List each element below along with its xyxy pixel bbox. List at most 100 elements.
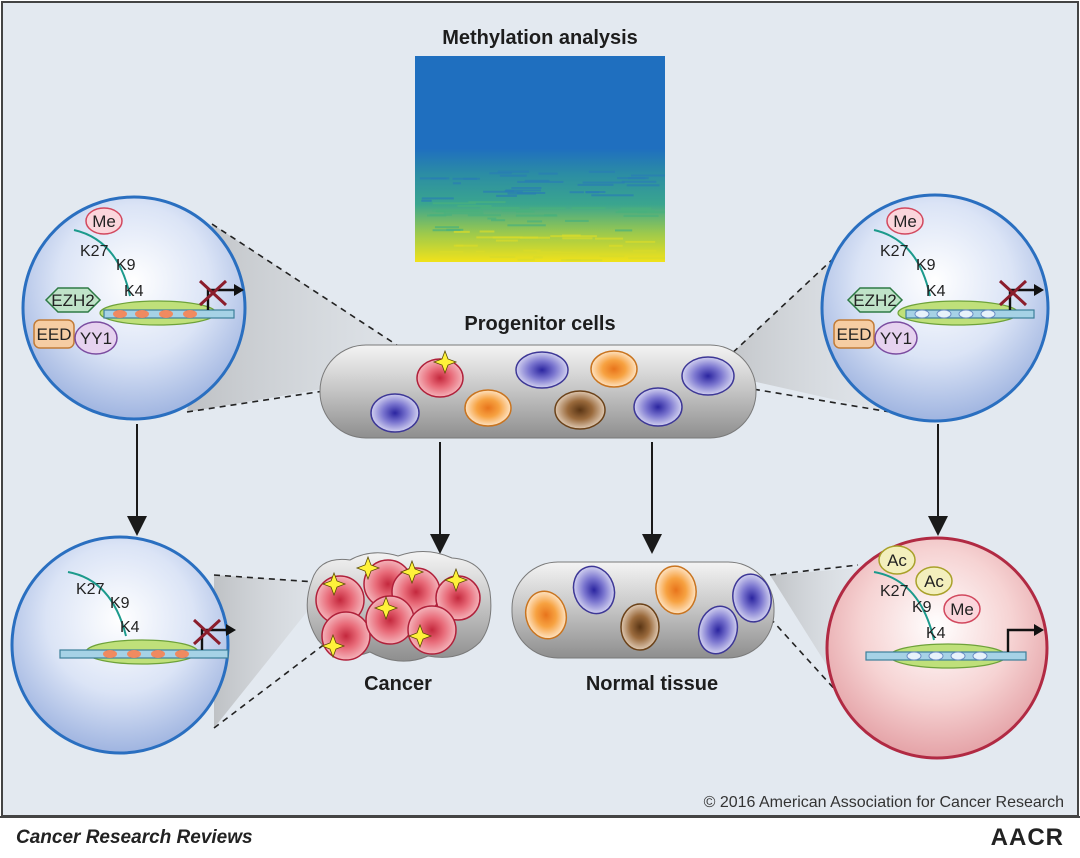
heatmap-stripe [585, 191, 606, 193]
heatmap-stripe [631, 174, 665, 177]
heatmap-stripe [625, 240, 656, 243]
nucleus-top-left: Me K27 K9 K4 EZH2 EED YY1 [21, 195, 247, 421]
heatmap-stripe [519, 236, 550, 239]
sparkle-icon [320, 633, 346, 659]
heatmap-stripe [588, 170, 615, 173]
svg-text:K4: K4 [926, 625, 946, 642]
heatmap-stripe [439, 251, 464, 253]
heatmap-stripe [515, 214, 558, 217]
copyright-notice: © 2016 American Association for Cancer R… [704, 794, 1064, 811]
heatmap-stripe [536, 251, 562, 254]
sparkle-icon [321, 571, 347, 597]
heatmap-stripe [628, 257, 665, 260]
heatmap-stripe [550, 235, 597, 238]
heatmap-stripe [577, 183, 614, 186]
heatmap-stripe [483, 190, 523, 193]
svg-text:Me: Me [893, 212, 917, 231]
heatmap-stripe [497, 170, 530, 173]
heatmap-stripe [456, 244, 478, 247]
heatmap-stripe [615, 211, 648, 214]
heatmap-stripe [446, 228, 464, 231]
methylation-heatmap [415, 56, 665, 262]
svg-text:K27: K27 [880, 243, 909, 260]
nucleus-bottom-right: Ac Ac Me K27 K9 K4 [825, 536, 1049, 760]
heatmap-stripe [430, 177, 447, 180]
svg-text:K27: K27 [880, 583, 909, 600]
heatmap-stripe [501, 209, 532, 212]
heatmap-stripe [599, 255, 625, 258]
heatmap-stripe [517, 180, 564, 183]
sparkle-icon [355, 555, 381, 581]
heatmap-title: Methylation analysis [442, 27, 638, 49]
heatmap-stripe [507, 192, 536, 195]
heatmap-stripe [443, 212, 484, 215]
heatmap-stripe [421, 199, 432, 202]
sparkle-icon [399, 559, 425, 585]
svg-text:K4: K4 [926, 283, 946, 300]
heatmap-stripe [504, 190, 514, 193]
heatmap-stripe [517, 258, 535, 261]
heatmap-stripe [479, 230, 495, 233]
heatmap-stripe [453, 230, 470, 233]
svg-text:K9: K9 [116, 257, 136, 274]
sparkle-icon [373, 595, 399, 621]
heatmap-stripe [505, 189, 541, 192]
heatmap-stripe [615, 229, 633, 232]
svg-text:Me: Me [92, 212, 116, 231]
heatmap-stripe [507, 224, 546, 227]
heatmap-stripe [527, 220, 543, 223]
svg-text:Ac: Ac [887, 551, 907, 570]
svg-text:EZH2: EZH2 [51, 291, 94, 310]
heatmap-stripe [566, 259, 581, 262]
svg-text:Ac: Ac [924, 572, 944, 591]
heatmap-stripe [434, 226, 459, 229]
heatmap-stripe [538, 172, 558, 175]
heatmap-stripe [591, 194, 634, 197]
heatmap-stripe [463, 177, 477, 180]
svg-text:Me: Me [950, 600, 974, 619]
flow-arrows [127, 424, 948, 554]
heatmap-stripe [523, 249, 541, 252]
svg-text:EED: EED [837, 325, 872, 344]
heatmap-stripe [467, 214, 501, 217]
nucleus-bottom-left: K27 K9 K4 [10, 535, 236, 755]
heatmap-stripe [620, 207, 652, 210]
heatmap-stripe [623, 214, 659, 217]
svg-text:EED: EED [37, 325, 72, 344]
svg-text:K27: K27 [80, 243, 109, 260]
heatmap-stripe [489, 256, 516, 258]
svg-text:EZH2: EZH2 [853, 291, 896, 310]
heatmap-stripe [468, 201, 506, 204]
heatmap-stripe [595, 237, 624, 240]
heatmap-stripe [452, 182, 461, 185]
heatmap-stripe [457, 205, 492, 207]
nucleus-top-right: Me K27 K9 K4 EZH2 EED YY1 [820, 193, 1050, 423]
heatmap-stripe [492, 236, 538, 239]
heatmap-stripe [626, 184, 660, 187]
heatmap-stripe [432, 202, 476, 205]
heatmap-stripe [487, 217, 497, 220]
normal-tissue-label: Normal tissue [586, 673, 718, 695]
aacr-logo: AACR [990, 824, 1064, 851]
footer-bar: Cancer Research Reviews AACR [0, 818, 1080, 858]
sparkle-icon [432, 349, 458, 375]
svg-text:K9: K9 [110, 595, 130, 612]
heatmap-stripe [432, 209, 480, 212]
svg-text:YY1: YY1 [880, 329, 912, 348]
cancer-cluster [306, 551, 492, 662]
heatmap-stripe [511, 187, 542, 189]
svg-text:K4: K4 [124, 283, 144, 300]
heatmap-stripe [633, 249, 657, 252]
heatmap-stripe [491, 219, 506, 222]
svg-text:K9: K9 [916, 257, 936, 274]
heatmap-stripe [429, 213, 452, 216]
normal-tissue-tube [511, 561, 775, 659]
heatmap-stripe [533, 256, 543, 259]
heatmap-stripe [496, 194, 517, 197]
heatmap-stripe [562, 237, 593, 240]
sparkle-icon [407, 623, 433, 649]
heatmap-stripe [569, 191, 584, 194]
heatmap-stripe [524, 179, 550, 182]
heatmap-stripe [529, 207, 566, 210]
